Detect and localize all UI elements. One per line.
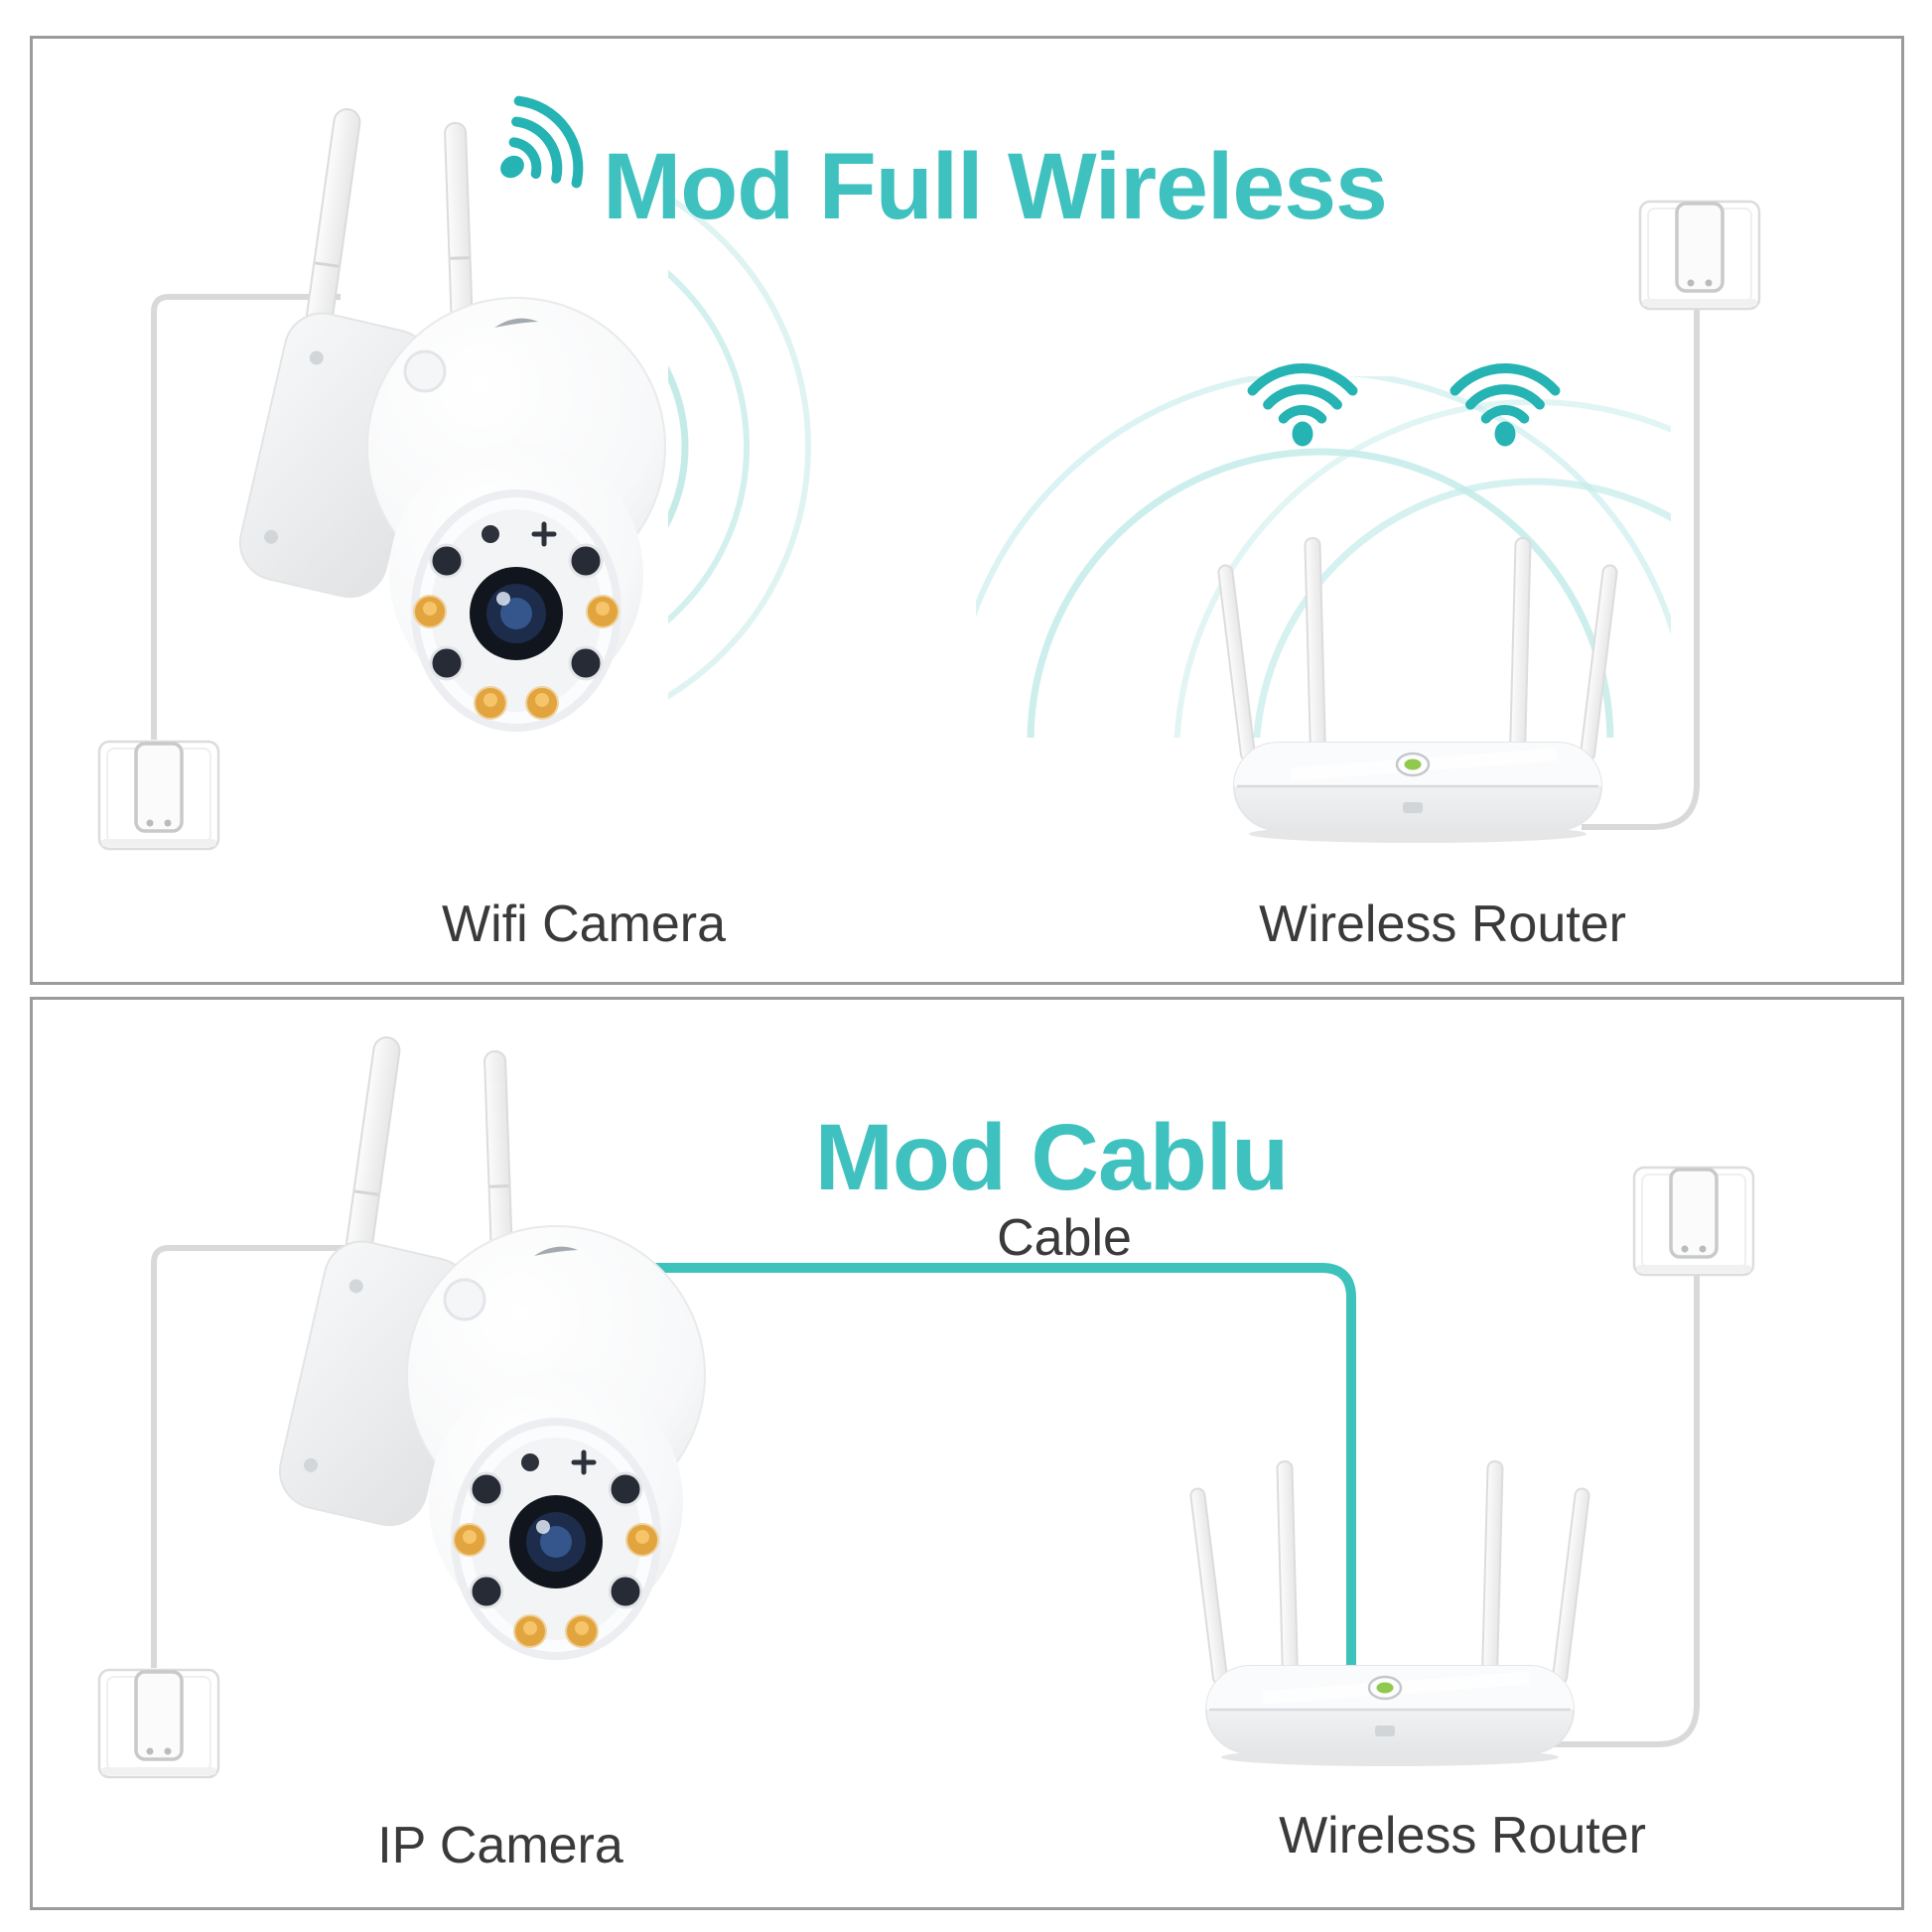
wireless-router-label: Wireless Router — [1259, 896, 1626, 953]
wifi-signal-icon — [1455, 368, 1556, 446]
power-outlet — [97, 1668, 220, 1779]
router-signal-waves-icon — [976, 376, 1671, 738]
power-outlet — [97, 740, 220, 851]
panel-wireless-mode: Mod Full Wireless Wifi Camera Wireless R… — [30, 36, 1904, 985]
camera-power-cable — [151, 1245, 375, 1668]
camera-power-cable — [151, 294, 341, 740]
wifi-camera-label: Wifi Camera — [441, 896, 727, 953]
router-power-cable — [1582, 287, 1700, 830]
wireless-router-illustration — [1190, 1461, 1590, 1766]
ethernet-cable — [628, 1263, 1356, 1675]
panel-title: Mod Full Wireless — [603, 133, 1388, 239]
panel-cable-mode: Mod Cablu Cable IP Camera Wireless Route… — [30, 997, 1904, 1910]
ip-camera-label: IP Camera — [377, 1817, 623, 1874]
cable-label: Cable — [997, 1209, 1132, 1267]
wifi-signal-icon — [1253, 368, 1353, 446]
router-power-cable — [1552, 1228, 1700, 1747]
camera-signal-waves-icon — [668, 194, 811, 700]
wireless-router-illustration — [1218, 538, 1618, 843]
panel-title: Mod Cablu — [814, 1104, 1289, 1210]
cable-mode-scene — [97, 1000, 1755, 1779]
wireless-router-label: Wireless Router — [1279, 1807, 1646, 1864]
wireless-mode-scene — [97, 39, 1761, 851]
